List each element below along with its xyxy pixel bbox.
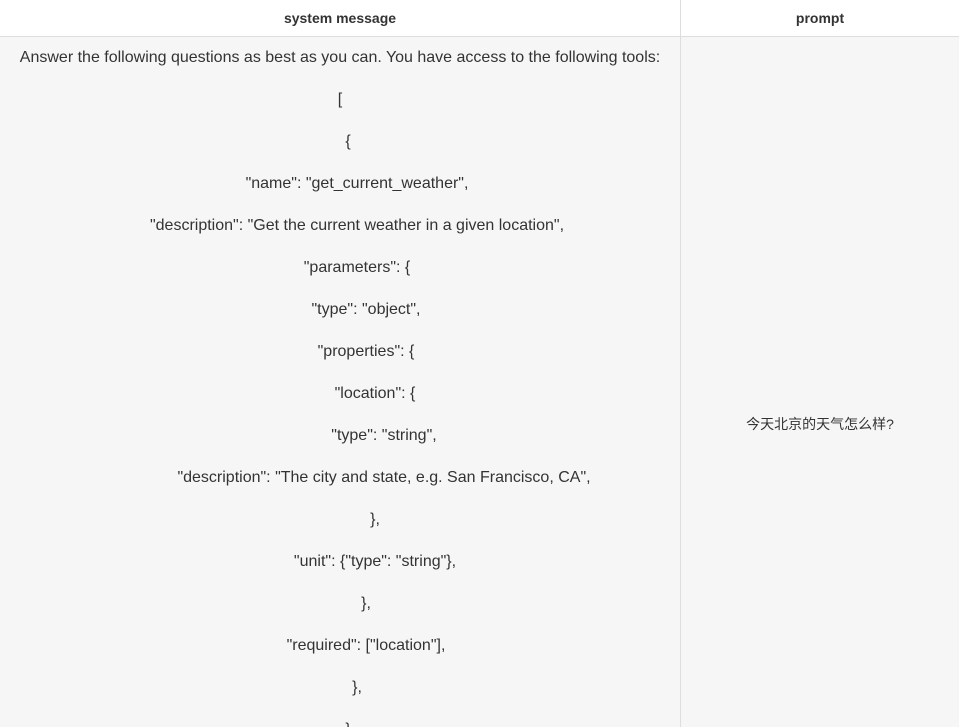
system-line-10: "description": "The city and state, e.g.… <box>177 469 591 486</box>
table-header-row: system message prompt <box>0 0 959 37</box>
system-line-11: }, <box>370 511 380 528</box>
system-line-1: [ <box>337 91 343 108</box>
header-prompt: prompt <box>680 0 959 37</box>
system-line-6: "type": "object", <box>311 301 421 318</box>
system-line-16: } <box>8 720 680 727</box>
system-line-7: "properties": { <box>317 343 415 360</box>
system-line-4: "description": "Get the current weather … <box>149 217 565 234</box>
system-line-12: "unit": {"type": "string"}, <box>293 553 457 570</box>
system-line-0: Answer the following questions as best a… <box>19 49 661 66</box>
system-line-3: "name": "get_current_weather", <box>245 175 469 192</box>
system-line-8: "location": { <box>334 385 416 402</box>
header-system-message: system message <box>283 10 397 26</box>
system-line-5: "parameters": { <box>303 259 411 276</box>
system-line-9: "type": "string", <box>331 427 437 444</box>
table-row: Answer the following questions as best a… <box>0 37 959 727</box>
system-line-13: }, <box>361 595 371 612</box>
prompt-text: 今天北京的天气怎么样? <box>746 416 894 432</box>
system-line-2: { <box>345 133 351 150</box>
system-message-cell: Answer the following questions as best a… <box>0 37 680 727</box>
system-line-14: "required": ["location"], <box>286 637 446 654</box>
system-line-15: }, <box>352 679 362 696</box>
prompt-cell: 今天北京的天气怎么样? <box>680 37 959 727</box>
